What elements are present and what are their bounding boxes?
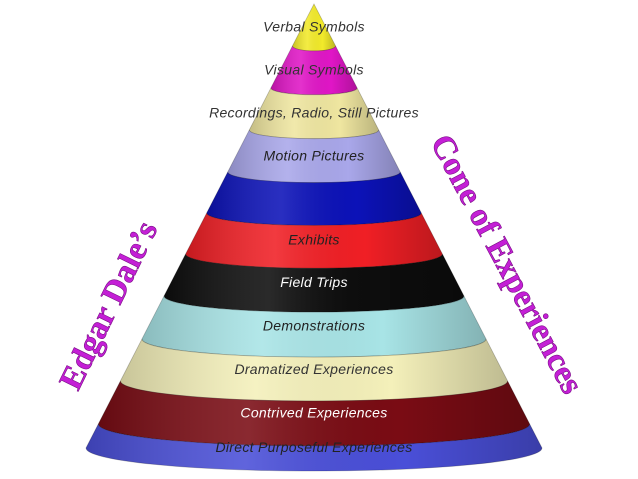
band-shading (120, 339, 508, 401)
band-shading (292, 4, 336, 51)
band-label: Demonstrations (263, 318, 365, 334)
band-label: Field Trips (280, 274, 348, 290)
cone-bands (85, 3, 543, 472)
band-shading (98, 381, 530, 446)
band-label: Direct Purposeful Experiences (215, 439, 412, 455)
band-shading (206, 172, 422, 226)
band-label: Exhibits (288, 232, 339, 248)
band-shading (227, 130, 401, 183)
band-label: Recordings, Radio, Still Pictures (209, 104, 419, 120)
band-label: Motion Pictures (264, 147, 365, 163)
band-shading (164, 254, 464, 313)
band-label: Visual Symbols (264, 61, 364, 77)
band-label: Verbal Symbols (263, 19, 365, 35)
band-shading (270, 46, 358, 95)
band-shading (185, 213, 443, 269)
band-label: Dramatized Experiences (234, 361, 393, 377)
band-label: Contrived Experiences (240, 404, 387, 420)
band-shading (249, 88, 379, 139)
band-shading (141, 296, 487, 358)
band-shading (86, 424, 542, 471)
